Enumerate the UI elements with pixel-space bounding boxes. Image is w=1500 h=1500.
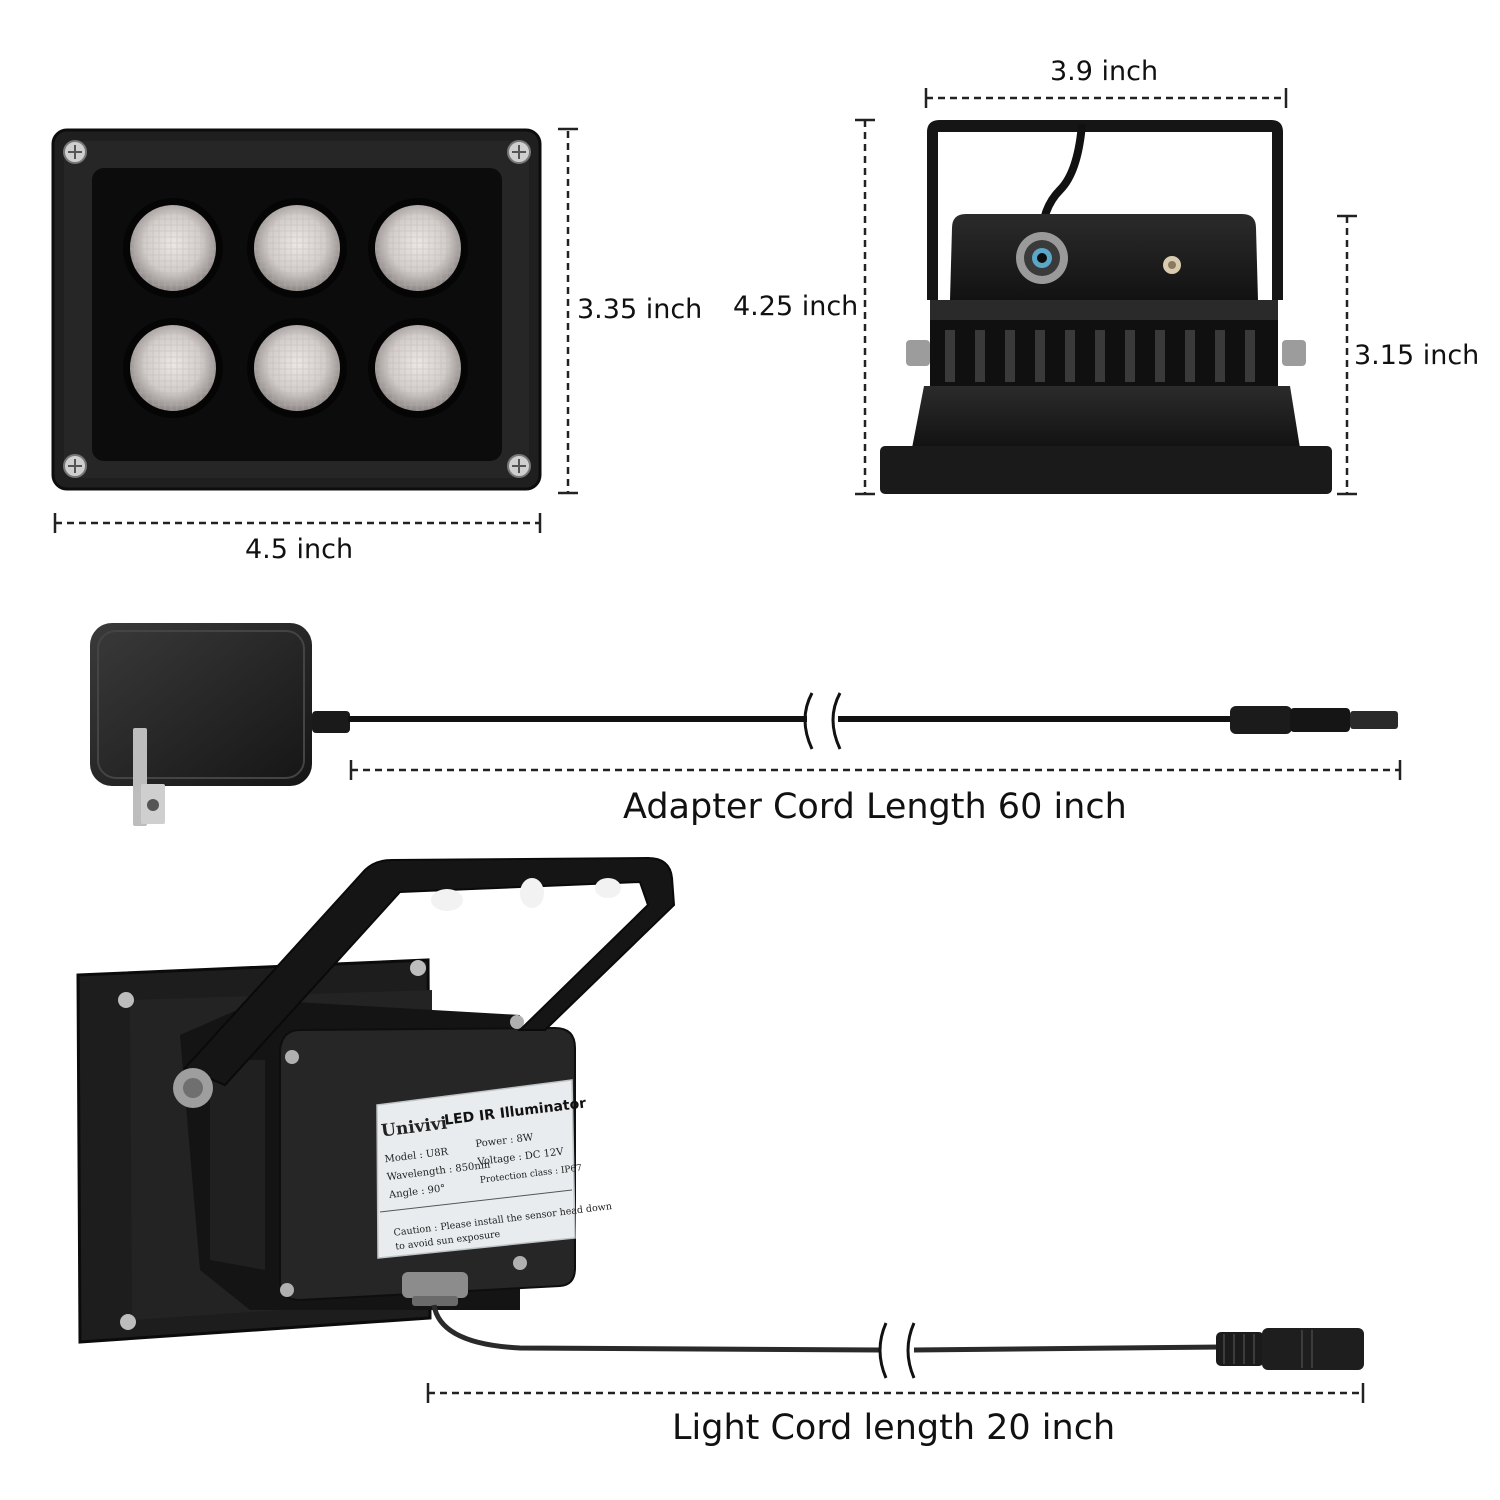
cord-break-icon — [803, 692, 842, 750]
screw-icon — [280, 1015, 527, 1297]
ir-illuminator-back-view: Univivi LED IR Illuminator Model : U8R W… — [76, 856, 676, 1344]
light-cord — [431, 1304, 1223, 1353]
front-height-label: 3.35 inch — [577, 294, 703, 325]
dc-socket-icon — [1216, 1328, 1364, 1370]
dimension-line-side-height-body — [1337, 214, 1357, 496]
cable-gland-icon — [402, 1272, 468, 1306]
pivot-bolt-icon — [173, 1068, 213, 1108]
led-lens-icon — [123, 198, 468, 418]
ir-illuminator-side-view — [880, 120, 1332, 494]
dimension-line-side-height-total — [855, 118, 875, 496]
dimension-line-adapter-cord — [349, 760, 1402, 780]
screw-icon — [63, 140, 531, 478]
pivot-bolt-icon — [906, 340, 1306, 366]
cable-gland-icon — [1016, 232, 1068, 284]
adapter-cord-length-label: Adapter Cord Length 60 inch — [623, 787, 1127, 827]
dimension-line-front-height — [558, 127, 578, 495]
screw-icon — [118, 960, 426, 1330]
dc-plug-icon — [1230, 706, 1398, 734]
light-cord-length-label: Light Cord length 20 inch — [672, 1408, 1116, 1448]
dimension-line-light-cord — [426, 1383, 1365, 1403]
power-adapter-icon — [90, 623, 350, 826]
cord-break-icon — [878, 1322, 916, 1379]
ir-illuminator-front-view — [51, 128, 542, 491]
side-height-body-label: 3.15 inch — [1354, 340, 1480, 371]
plug-prong-icon — [133, 728, 165, 826]
side-width-label: 3.9 inch — [1050, 56, 1159, 87]
side-height-total-label: 4.25 inch — [733, 291, 859, 322]
product-nameplate: Univivi LED IR Illuminator Model : U8R W… — [376, 1079, 613, 1259]
sensor-icon — [1163, 256, 1181, 274]
dimension-line-front-width — [53, 513, 542, 533]
dimension-line-side-width — [924, 88, 1288, 108]
front-width-label: 4.5 inch — [245, 534, 354, 565]
